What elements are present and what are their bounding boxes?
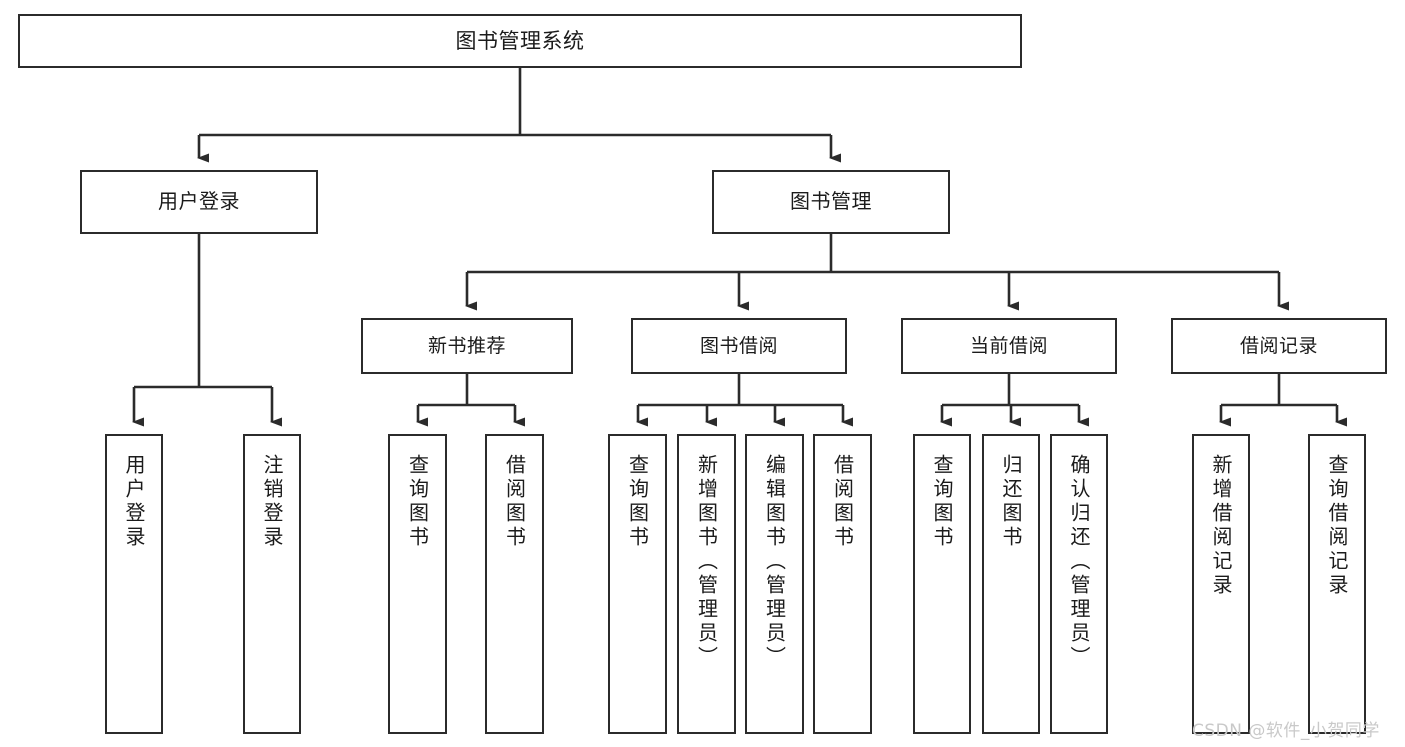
node-label: 借阅图书 <box>502 454 527 550</box>
node-l2c[interactable]: 当前借阅 <box>901 318 1117 374</box>
node-label: 借阅图书 <box>830 454 855 550</box>
node-label: 查询图书 <box>625 454 650 550</box>
node-label: 新书推荐 <box>427 334 506 357</box>
node-f11[interactable]: 确认归还（管理员） <box>1050 434 1108 734</box>
node-f5[interactable]: 查询图书 <box>608 434 667 734</box>
node-f4[interactable]: 借阅图书 <box>485 434 544 734</box>
node-l1b[interactable]: 图书管理 <box>712 170 950 234</box>
node-f9[interactable]: 查询图书 <box>913 434 971 734</box>
node-label: 借阅记录 <box>1239 334 1318 357</box>
node-label: 注销登录 <box>260 454 284 550</box>
node-label: 用户登录 <box>158 189 240 214</box>
node-label: 查询借阅记录 <box>1325 454 1349 598</box>
node-l2a[interactable]: 新书推荐 <box>361 318 573 374</box>
node-l1a[interactable]: 用户登录 <box>80 170 318 234</box>
node-label: 编辑图书（管理员） <box>762 454 787 670</box>
watermark-label: CSDN @软件_小贺同学 <box>1192 721 1380 741</box>
node-label: 图书借阅 <box>699 334 778 357</box>
node-label: 新增借阅记录 <box>1209 454 1233 598</box>
node-label: 确认归还（管理员） <box>1067 454 1091 670</box>
node-root[interactable]: 图书管理系统 <box>18 14 1022 68</box>
node-label: 查询图书 <box>405 454 430 550</box>
node-f3[interactable]: 查询图书 <box>388 434 447 734</box>
node-f2[interactable]: 注销登录 <box>243 434 301 734</box>
node-f1[interactable]: 用户登录 <box>105 434 163 734</box>
node-f8[interactable]: 借阅图书 <box>813 434 872 734</box>
node-f7[interactable]: 编辑图书（管理员） <box>745 434 804 734</box>
node-label: 归还图书 <box>999 454 1023 550</box>
node-l2d[interactable]: 借阅记录 <box>1171 318 1387 374</box>
node-label: 图书管理 <box>790 189 872 214</box>
node-label: 新增图书（管理员） <box>694 454 719 670</box>
node-label: 用户登录 <box>122 454 146 550</box>
node-label: 图书管理系统 <box>455 28 585 53</box>
node-f12[interactable]: 新增借阅记录 <box>1192 434 1250 734</box>
node-f10[interactable]: 归还图书 <box>982 434 1040 734</box>
node-label: 查询图书 <box>930 454 954 550</box>
node-label: 当前借阅 <box>969 334 1048 357</box>
node-f6[interactable]: 新增图书（管理员） <box>677 434 736 734</box>
node-l2b[interactable]: 图书借阅 <box>631 318 847 374</box>
node-f13[interactable]: 查询借阅记录 <box>1308 434 1366 734</box>
